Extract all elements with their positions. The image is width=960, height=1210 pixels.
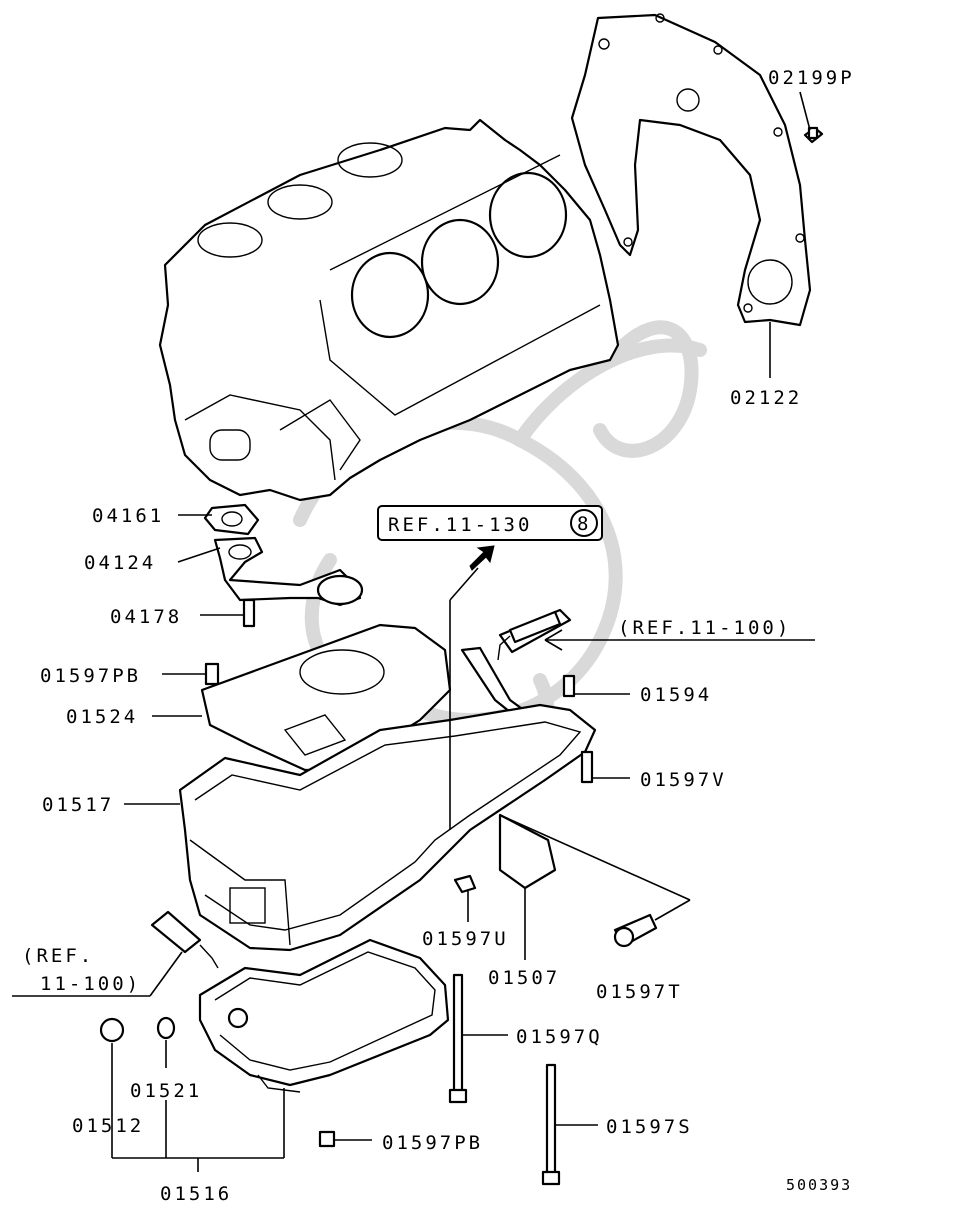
callout-01507[interactable]: 01507 xyxy=(488,967,560,989)
rear-plate-02122 xyxy=(570,13,812,327)
bolt-01597V xyxy=(580,750,594,784)
callout-01597U[interactable]: 01597U xyxy=(422,928,509,950)
ref-upper-text[interactable]: (REF.11-100) xyxy=(618,617,791,639)
bolt-01597T xyxy=(613,913,658,948)
bolt-01597PB-upper xyxy=(204,662,220,686)
bolt-01597Q xyxy=(448,973,468,1104)
engine-block xyxy=(158,118,620,502)
bolt-01597U xyxy=(453,874,477,894)
gasket-04161 xyxy=(203,503,260,536)
callout-01597T[interactable]: 01597T xyxy=(596,981,683,1003)
bolt-02199P xyxy=(803,126,824,144)
ref-box[interactable]: REF.11-130 8 xyxy=(377,505,603,541)
ref-arrow xyxy=(469,545,495,571)
callout-01597Q[interactable]: 01597Q xyxy=(516,1026,603,1048)
ref-lower-text-line2[interactable]: 11-100) xyxy=(40,973,141,995)
ref-box-text: REF.11-130 xyxy=(388,514,532,536)
sealant-tube-lower xyxy=(150,910,219,969)
bolt-04178 xyxy=(242,598,256,628)
bolt-01597PB-lower xyxy=(318,1130,336,1148)
drain-plug-01512 xyxy=(99,1017,125,1043)
callout-02199P[interactable]: 02199P xyxy=(768,67,855,89)
callout-02122[interactable]: 02122 xyxy=(730,387,802,409)
gasket-01521 xyxy=(156,1016,176,1040)
callout-04161[interactable]: 04161 xyxy=(92,505,164,527)
callout-01597PB-lower[interactable]: 01597PB xyxy=(382,1132,483,1154)
callout-04178[interactable]: 04178 xyxy=(110,606,182,628)
callout-01597PB-upper[interactable]: 01597PB xyxy=(40,665,141,687)
callout-01524[interactable]: 01524 xyxy=(66,706,138,728)
sealant-tube-upper xyxy=(497,610,562,661)
callout-01594[interactable]: 01594 xyxy=(640,684,712,706)
diagram-id: 500393 xyxy=(786,1176,852,1194)
oil-strainer-04124 xyxy=(213,536,364,607)
callout-04124[interactable]: 04124 xyxy=(84,552,156,574)
callout-01512[interactable]: 01512 xyxy=(72,1115,144,1137)
bolt-01597S xyxy=(541,1063,561,1186)
callout-01597V[interactable]: 01597V xyxy=(640,769,727,791)
upper-oil-pan-01517 xyxy=(178,703,597,952)
lower-oil-pan-01516 xyxy=(198,938,450,1093)
ref-box-circled-number: 8 xyxy=(577,513,588,535)
callout-01517[interactable]: 01517 xyxy=(42,794,114,816)
callout-01521[interactable]: 01521 xyxy=(130,1080,202,1102)
callout-01597S[interactable]: 01597S xyxy=(606,1116,693,1138)
ref-lower-text-line1[interactable]: (REF. xyxy=(22,945,94,967)
leader-lines xyxy=(12,91,815,1172)
callout-01516[interactable]: 01516 xyxy=(160,1183,232,1205)
